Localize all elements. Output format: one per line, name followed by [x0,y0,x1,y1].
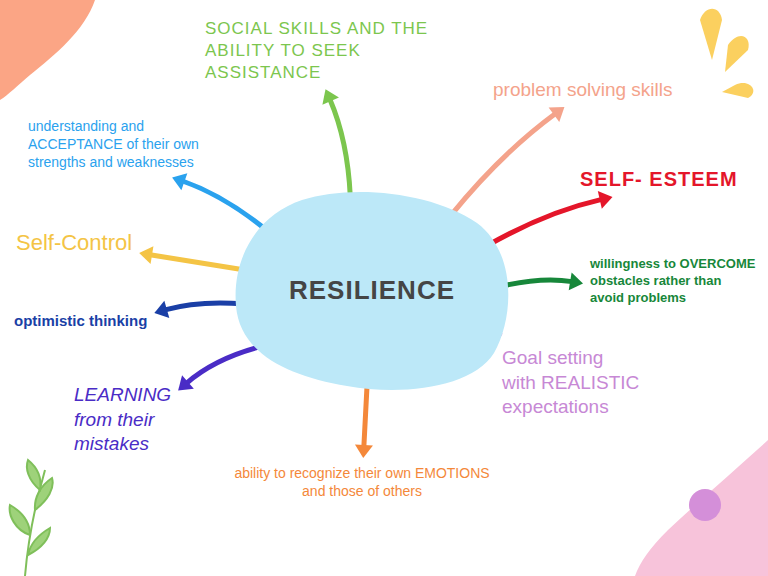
curved-arrow [487,191,612,246]
concept-label: understanding and ACCEPTANCE of their ow… [28,117,203,172]
concept-label: willingness to OVERCOME obstacles rather… [590,256,758,307]
concept-text: SELF- ESTEEM [580,166,755,192]
arrow-line [150,255,245,270]
arrow-head [569,272,583,290]
arrow-line [330,99,350,196]
arrow-head [139,246,153,264]
arrow-head [355,445,373,458]
curved-arrow [172,173,269,232]
arrow-head [172,173,187,190]
concept-text: understanding and ACCEPTANCE of their ow… [28,117,203,172]
arrow-line [186,345,265,383]
arrow-line [182,181,269,232]
corner-blob [635,440,768,576]
concept-text: LEARNING from their mistakes [74,383,199,457]
curved-arrow [139,246,245,270]
concept-label: optimistic thinking [14,311,179,331]
arrow-head [549,107,565,122]
concept-text: ability to recognize their own EMOTIONS … [222,464,502,500]
arrow-head [154,301,169,318]
concept-text: problem solving skills [493,78,673,103]
concept-text: willingness to OVERCOME obstacles rather… [590,256,758,307]
curved-arrow [178,345,265,390]
concept-label: Self-Control [16,229,176,258]
arrow-line [364,386,367,447]
arrow-head [322,89,339,104]
concept-label: ability to recognize their own EMOTIONS … [222,464,502,500]
concept-text: SOCIAL SKILLS AND THE ABILITY TO SEEK AS… [205,18,430,84]
curved-arrow [322,89,350,196]
curved-arrow [502,272,583,290]
concept-label: LEARNING from their mistakes [74,383,199,457]
curved-arrow [451,107,564,215]
curved-arrow [154,301,243,318]
concept-label: SELF- ESTEEM [580,166,755,192]
blob-outline [236,192,509,390]
concept-label: Goal setting with REALISTIC expectations [502,346,642,420]
arrow-line [165,303,243,310]
curved-arrow [355,386,373,458]
central-blob: RESILIENCE [232,188,512,393]
concept-text: optimistic thinking [14,311,179,331]
concept-label: SOCIAL SKILLS AND THE ABILITY TO SEEK AS… [205,18,430,84]
dot [689,489,721,521]
arrow-head [178,375,194,390]
leaf [10,460,53,576]
arrow-line [502,280,572,286]
corner-blob [0,0,95,100]
central-label: RESILIENCE [289,274,455,308]
concept-label: problem solving skills [493,78,673,103]
arrow-line [451,114,555,215]
arrow-head [598,191,613,209]
arrow-line [487,199,602,245]
splash [700,9,753,98]
concept-text: Self-Control [16,229,176,258]
concept-text: Goal setting with REALISTIC expectations [502,346,642,420]
